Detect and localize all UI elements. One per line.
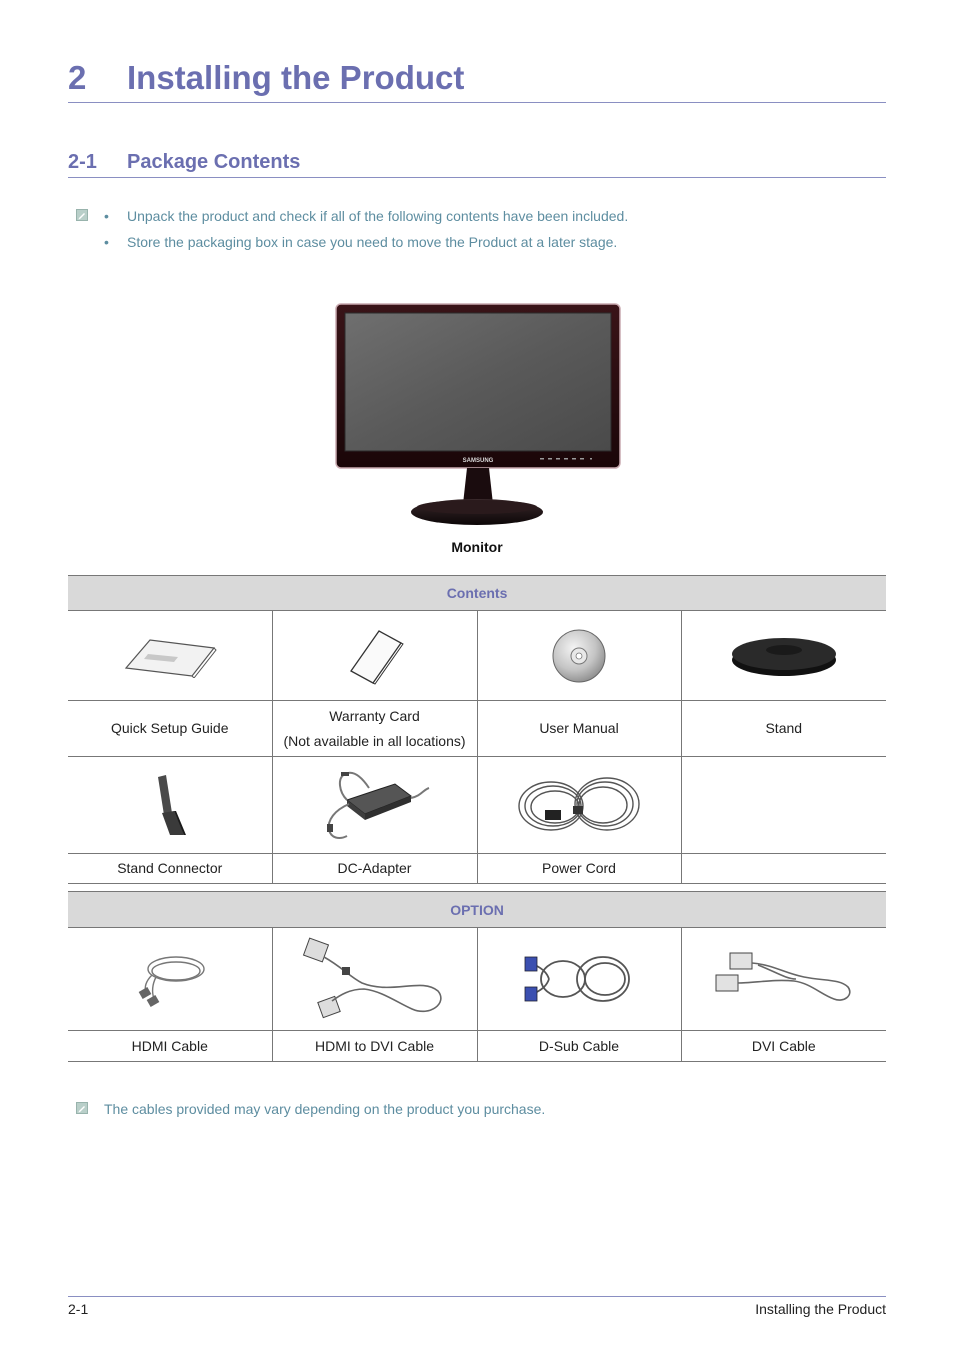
monitor-caption: Monitor	[451, 539, 503, 555]
stand-image	[680, 610, 887, 701]
stand-icon	[731, 637, 836, 676]
power-cord-image	[476, 756, 681, 854]
hdmi-to-dvi-cable-image	[271, 927, 477, 1031]
stand-connector-icon	[157, 775, 186, 835]
warranty-card-image	[271, 610, 477, 701]
user-manual-image	[476, 610, 681, 701]
warranty-card-sublabel: (Not available in all locations)	[283, 732, 466, 749]
hdmi-to-dvi-cable-label: HDMI to DVI Cable	[271, 1030, 477, 1062]
chapter-heading: 2 Installing the Product	[68, 58, 886, 103]
dvi-cable-image	[680, 927, 887, 1031]
option-table: OPTION	[68, 891, 887, 1062]
footer-chapter-title: Installing the Product	[755, 1301, 886, 1317]
stand-connector-label: Stand Connector	[68, 853, 272, 884]
contents-table: Contents	[68, 575, 887, 884]
contents-header: Contents	[68, 575, 887, 611]
empty-cell	[680, 756, 887, 854]
quick-setup-guide-label: Quick Setup Guide	[68, 700, 272, 757]
note-icon	[76, 1102, 88, 1114]
warranty-card-icon	[349, 629, 404, 685]
bullet: •	[104, 208, 109, 224]
section-number: 2-1	[68, 151, 97, 173]
monitor-brand-label: SAMSUNG	[463, 458, 494, 464]
cables-note: The cables provided may vary depending o…	[104, 1101, 546, 1117]
dvi-cable-icon	[715, 952, 851, 1001]
hdmi-cable-image	[68, 927, 272, 1031]
empty-label	[680, 853, 887, 884]
note-icon	[76, 209, 88, 221]
d-sub-cable-label: D-Sub Cable	[476, 1030, 681, 1062]
monitor-image: SAMSUNG	[332, 298, 622, 530]
hdmi-to-dvi-cable-icon	[302, 937, 441, 1019]
option-header: OPTION	[68, 891, 887, 928]
intro-note-1: Unpack the product and check if all of t…	[127, 208, 629, 224]
dc-adapter-icon	[326, 771, 429, 839]
dvi-cable-label: DVI Cable	[680, 1030, 887, 1062]
user-manual-label: User Manual	[476, 700, 681, 757]
intro-note-2: Store the packaging box in case you need…	[127, 234, 618, 250]
stand-label: Stand	[680, 700, 887, 757]
chapter-number: 2	[68, 59, 87, 96]
user-manual-cd-icon	[552, 629, 606, 682]
quick-setup-guide-icon	[124, 638, 217, 678]
stand-connector-image	[68, 756, 272, 854]
chapter-title: Installing the Product	[127, 59, 465, 96]
footer-divider	[68, 1296, 886, 1297]
d-sub-cable-icon	[524, 956, 630, 1002]
dc-adapter-label: DC-Adapter	[271, 853, 477, 884]
power-cord-icon	[518, 777, 640, 831]
d-sub-cable-image	[476, 927, 681, 1031]
warranty-card-label: Warranty Card	[329, 707, 420, 724]
dc-adapter-image	[271, 756, 477, 854]
warranty-card-cell: Warranty Card (Not available in all loca…	[271, 700, 477, 757]
footer-page-number: 2-1	[68, 1301, 89, 1317]
power-cord-label: Power Cord	[476, 853, 681, 884]
hdmi-cable-icon	[138, 956, 205, 1007]
bullet: •	[104, 234, 109, 250]
section-title: Package Contents	[127, 151, 301, 173]
quick-setup-guide-image	[68, 610, 272, 701]
section-heading: 2-1 Package Contents	[68, 150, 886, 178]
hdmi-cable-label: HDMI Cable	[68, 1030, 272, 1062]
